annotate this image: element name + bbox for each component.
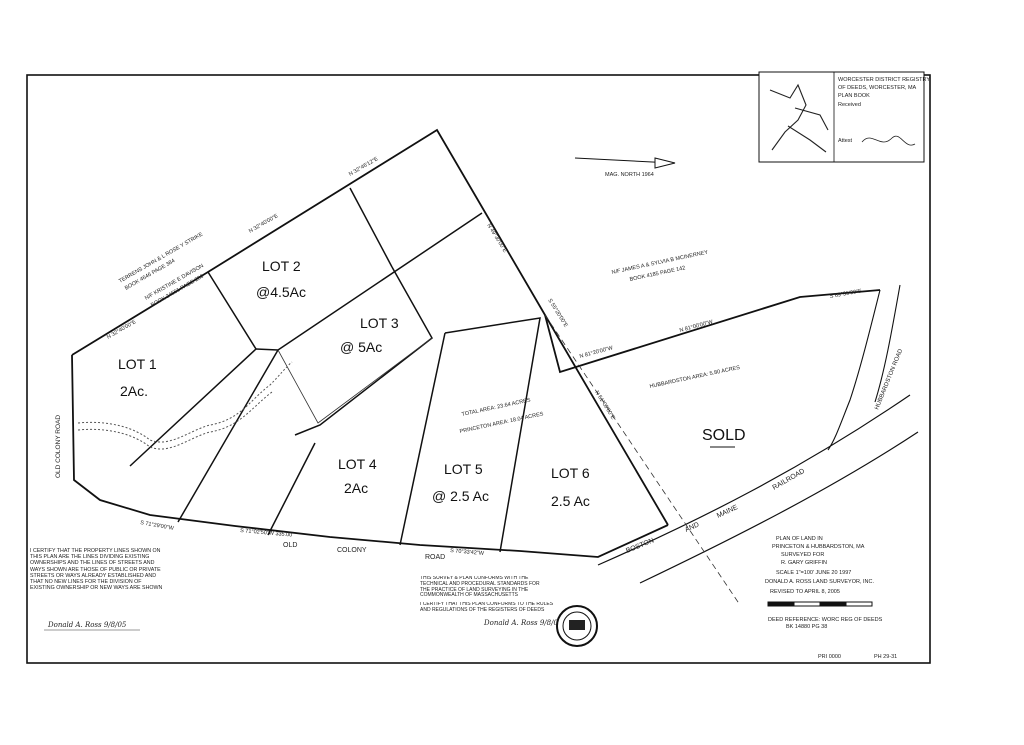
center-note-text: THIS SURVEY & PLAN CONFORMS WITH THE TEC… bbox=[420, 576, 540, 599]
lot-lines bbox=[129, 187, 541, 553]
lot4-area: 2Ac bbox=[344, 480, 368, 496]
town-line bbox=[544, 314, 741, 606]
footer-code-2: PH 29-31 bbox=[874, 654, 897, 660]
title-line6: DONALD A. ROSS LAND SURVEYOR, INC. bbox=[765, 579, 874, 585]
lot5-area: @ 2.5 Ac bbox=[432, 488, 489, 504]
lot6-name: LOT 6 bbox=[551, 465, 590, 481]
scale-bar bbox=[767, 601, 873, 607]
lot3-inner-line bbox=[277, 337, 433, 424]
bearing-10: S 71°02'50"W 335.00 bbox=[240, 528, 293, 539]
title-line1: PLAN OF LAND IN bbox=[776, 536, 823, 542]
lot1-area: 2Ac. bbox=[120, 383, 148, 399]
lot2-name: LOT 2 bbox=[262, 258, 301, 274]
stream-line-2 bbox=[77, 391, 273, 450]
center-note: THIS SURVEY & PLAN CONFORMS WITH THE TEC… bbox=[420, 576, 540, 599]
bearing-1: N 32°40'00"E bbox=[106, 319, 138, 341]
registry-stamp: WORCESTER DISTRICT REGISTRY OF DEEDS, WO… bbox=[758, 71, 930, 163]
bearing-12: S 71°29'00"W bbox=[140, 520, 175, 532]
title-line5: SCALE 1"=100' JUNE 20 1997 bbox=[776, 570, 851, 576]
railroad-label-3: MAINE bbox=[716, 504, 739, 520]
registry-line4: Received bbox=[838, 102, 861, 108]
lot4-name: LOT 4 bbox=[338, 456, 377, 472]
bearing-11: S 70°33'42"W bbox=[450, 548, 485, 557]
title-line2: PRINCETON & HUBBARDSTON, MA bbox=[772, 544, 865, 550]
center-cert: I CERTIFY THAT THIS PLAN CONFORMS TO THE… bbox=[420, 602, 554, 613]
railroad-label-1: BOSTON bbox=[625, 537, 655, 555]
north-note: MAG. NORTH 1964 bbox=[605, 172, 654, 178]
property-lines bbox=[71, 128, 881, 558]
bearing-7: N 81°20'00"W bbox=[579, 345, 614, 360]
locus-map bbox=[769, 83, 829, 153]
center-cert-text: I CERTIFY THAT THIS PLAN CONFORMS TO THE… bbox=[420, 602, 554, 613]
title-line3: SURVEYED FOR bbox=[781, 552, 824, 558]
left-certification: I CERTIFY THAT THE PROPERTY LINES SHOWN … bbox=[30, 548, 163, 592]
hubbardston-road bbox=[827, 284, 901, 451]
registry-line5: Attest bbox=[838, 138, 853, 144]
bearing-4: N 49°30'00"E bbox=[485, 223, 508, 254]
signature-left: Donald A. Ross 9/8/05 bbox=[47, 621, 127, 629]
left-certification-text: I CERTIFY THAT THE PROPERTY LINES SHOWN … bbox=[30, 548, 163, 592]
title-line7: REVISED TO APRIL 8, 2005 bbox=[770, 589, 840, 595]
lot1-name: LOT 1 bbox=[118, 356, 157, 372]
hubbardston-area: HUBBARDSTON AREA: 5.80 ACRES bbox=[649, 365, 741, 390]
railroad bbox=[597, 394, 919, 584]
registry-line1: WORCESTER DISTRICT REGISTRY bbox=[838, 77, 930, 83]
old-colony-road-left: OLD COLONY ROAD bbox=[55, 415, 62, 478]
title-block: PLAN OF LAND IN PRINCETON & HUBBARDSTON,… bbox=[765, 536, 883, 630]
stream-line bbox=[77, 361, 293, 443]
surveyor-seal bbox=[556, 605, 598, 647]
old-colony-bottom-2: COLONY bbox=[337, 547, 367, 554]
registry-line3: PLAN BOOK bbox=[838, 93, 870, 99]
bearing-9: S 69°35'00"E bbox=[829, 288, 862, 300]
lot3-area: @ 5Ac bbox=[340, 339, 382, 355]
footer-code-1: PRI 0000 bbox=[818, 654, 841, 660]
deed-reference: DEED REFERENCE: WORC REG OF DEEDS bbox=[768, 617, 883, 623]
railroad-label-4: RAILROAD bbox=[772, 468, 807, 492]
bearing-8: N 81°00'00"W bbox=[679, 319, 714, 334]
old-colony-bottom-1: OLD bbox=[283, 542, 297, 549]
lot2-area: @4.5Ac bbox=[256, 284, 306, 300]
lot6-area: 2.5 Ac bbox=[551, 493, 590, 509]
lot3-name: LOT 3 bbox=[360, 315, 399, 331]
sheet-border bbox=[26, 74, 931, 664]
registry-line2: OF DEEDS, WORCESTER, MA bbox=[838, 85, 917, 91]
railroad-label-2: AND bbox=[684, 521, 700, 533]
lot5-name: LOT 5 bbox=[444, 461, 483, 477]
title-line4: R. GARY GRIFFIN bbox=[781, 560, 827, 566]
north-arrow: MAG. NORTH 1964 bbox=[574, 157, 676, 178]
deed-book: BK 14880 PG 38 bbox=[786, 624, 827, 630]
sold-label: SOLD bbox=[702, 427, 746, 444]
abutter-nw: TERRENS JOHN & L ROSE Y STRIKE bbox=[118, 231, 204, 284]
total-area: TOTAL AREA: 23.64 ACRES bbox=[461, 397, 531, 418]
old-colony-bottom-3: ROAD bbox=[425, 554, 445, 561]
signature-center: Donald A. Ross 9/8/05 bbox=[483, 619, 563, 627]
